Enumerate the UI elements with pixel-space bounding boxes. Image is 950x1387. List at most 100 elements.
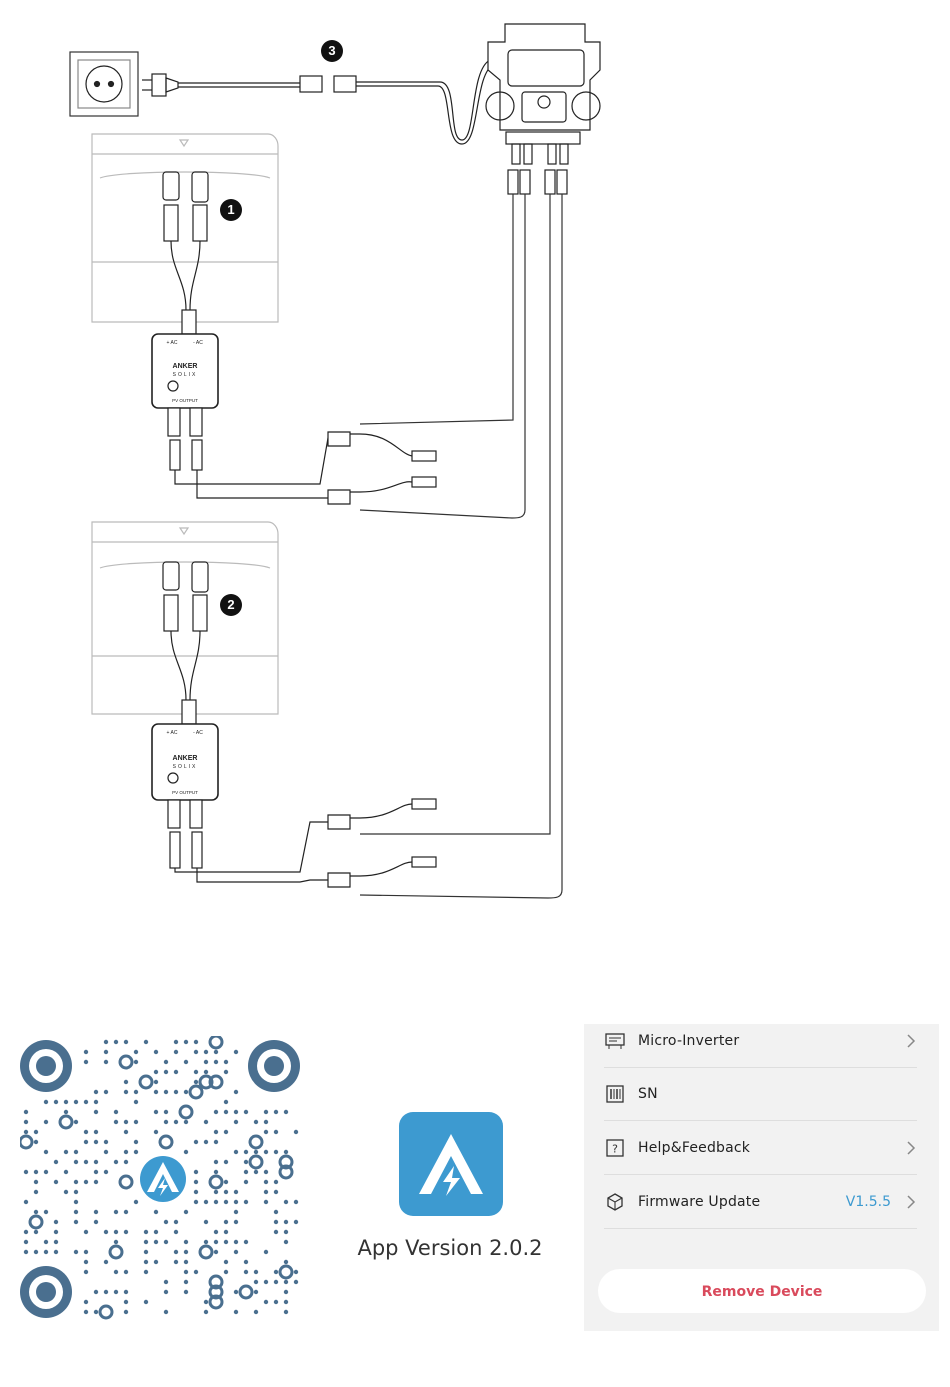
qr-module <box>84 1100 88 1104</box>
qr-module <box>44 1250 48 1254</box>
qr-module <box>124 1230 128 1234</box>
qr-module <box>214 1170 218 1174</box>
box-1-bottom-label: PV OUTPUT <box>172 398 198 403</box>
wall-socket <box>70 52 138 116</box>
qr-module <box>124 1090 128 1094</box>
power-station-1 <box>92 134 278 322</box>
qr-module <box>204 1310 208 1314</box>
qr-module <box>54 1180 58 1184</box>
box-1-top-right-label: - AC <box>193 340 203 346</box>
qr-module <box>100 1306 112 1318</box>
qr-module <box>114 1160 118 1164</box>
box-2-bottom-label: PV OUTPUT <box>172 790 198 795</box>
qr-module <box>294 1200 298 1204</box>
qr-module <box>164 1090 168 1094</box>
qr-module <box>184 1260 188 1264</box>
qr-module <box>144 1300 148 1304</box>
qr-module <box>204 1240 208 1244</box>
qr-module <box>64 1110 68 1114</box>
qr-module <box>284 1150 288 1154</box>
qr-module <box>264 1280 268 1284</box>
qr-module <box>64 1190 68 1194</box>
qr-module <box>34 1130 38 1134</box>
qr-module <box>124 1080 128 1084</box>
qr-module <box>110 1246 122 1258</box>
remove-device-button[interactable]: Remove Device <box>598 1269 926 1313</box>
qr-module <box>74 1210 78 1214</box>
qr-module <box>54 1100 58 1104</box>
qr-module <box>94 1180 98 1184</box>
qr-module <box>284 1240 288 1244</box>
menu-item-sn[interactable]: SN <box>604 1067 917 1121</box>
qr-module <box>254 1170 258 1174</box>
qr-module <box>250 1156 262 1168</box>
qr-module <box>274 1110 278 1114</box>
qr-module <box>264 1300 268 1304</box>
qr-module <box>154 1240 158 1244</box>
qr-module <box>184 1280 188 1284</box>
inverter-icon <box>604 1030 626 1052</box>
box-1-top-left-label: + AC <box>167 340 178 346</box>
menu-item-help-feedback[interactable]: ? Help&Feedback <box>604 1121 917 1175</box>
qr-module <box>274 1190 278 1194</box>
question-icon: ? <box>604 1137 626 1159</box>
qr-module <box>114 1290 118 1294</box>
qr-module <box>184 1270 188 1274</box>
qr-module <box>104 1150 108 1154</box>
qr-module <box>224 1110 228 1114</box>
qr-module <box>84 1270 88 1274</box>
qr-module <box>204 1120 208 1124</box>
qr-module <box>94 1290 98 1294</box>
qr-module <box>20 1136 32 1148</box>
qr-module <box>34 1140 38 1144</box>
qr-module <box>184 1060 188 1064</box>
qr-module <box>144 1240 148 1244</box>
qr-module <box>194 1140 198 1144</box>
device-settings-panel: Micro-Inverter SN ? Help&Feedback Firmwa… <box>584 1024 939 1331</box>
menu-item-firmware-update[interactable]: Firmware Update V1.5.5 <box>604 1175 917 1229</box>
qr-module <box>254 1280 258 1284</box>
qr-module <box>84 1260 88 1264</box>
qr-module <box>134 1140 138 1144</box>
qr-module <box>184 1210 188 1214</box>
qr-module <box>224 1270 228 1274</box>
qr-module <box>124 1290 128 1294</box>
qr-module <box>224 1260 228 1264</box>
qr-module <box>60 1116 72 1128</box>
qr-module <box>234 1250 238 1254</box>
app-version-label: App Version 2.0.2 <box>355 1236 545 1260</box>
qr-code-icon[interactable] <box>20 1036 305 1321</box>
qr-module <box>274 1180 278 1184</box>
qr-module <box>104 1260 108 1264</box>
qr-module <box>134 1200 138 1204</box>
qr-module <box>164 1070 168 1074</box>
qr-module <box>184 1120 188 1124</box>
qr-module <box>214 1190 218 1194</box>
menu-item-micro-inverter[interactable]: Micro-Inverter <box>604 1014 917 1068</box>
qr-module <box>224 1180 228 1184</box>
qr-module <box>274 1300 278 1304</box>
qr-module <box>104 1170 108 1174</box>
qr-module <box>224 1070 228 1074</box>
qr-module <box>164 1280 168 1284</box>
qr-module <box>244 1200 248 1204</box>
qr-module <box>224 1100 228 1104</box>
qr-module <box>294 1280 298 1284</box>
qr-module <box>194 1190 198 1194</box>
qr-module <box>284 1310 288 1314</box>
step-badge-3: 3 <box>321 40 343 62</box>
qr-module <box>24 1130 28 1134</box>
chevron-right-icon <box>905 1194 917 1210</box>
qr-module <box>274 1130 278 1134</box>
menu-item-label: Micro-Inverter <box>638 1033 891 1049</box>
qr-module <box>254 1150 258 1154</box>
qr-module <box>214 1140 218 1144</box>
qr-module <box>120 1176 132 1188</box>
qr-module <box>224 1220 228 1224</box>
micro-inverter <box>486 24 600 194</box>
qr-module <box>84 1140 88 1144</box>
anker-solix-app-icon[interactable] <box>399 1112 503 1216</box>
qr-module <box>94 1220 98 1224</box>
qr-module <box>174 1090 178 1094</box>
qr-module <box>264 1170 268 1174</box>
